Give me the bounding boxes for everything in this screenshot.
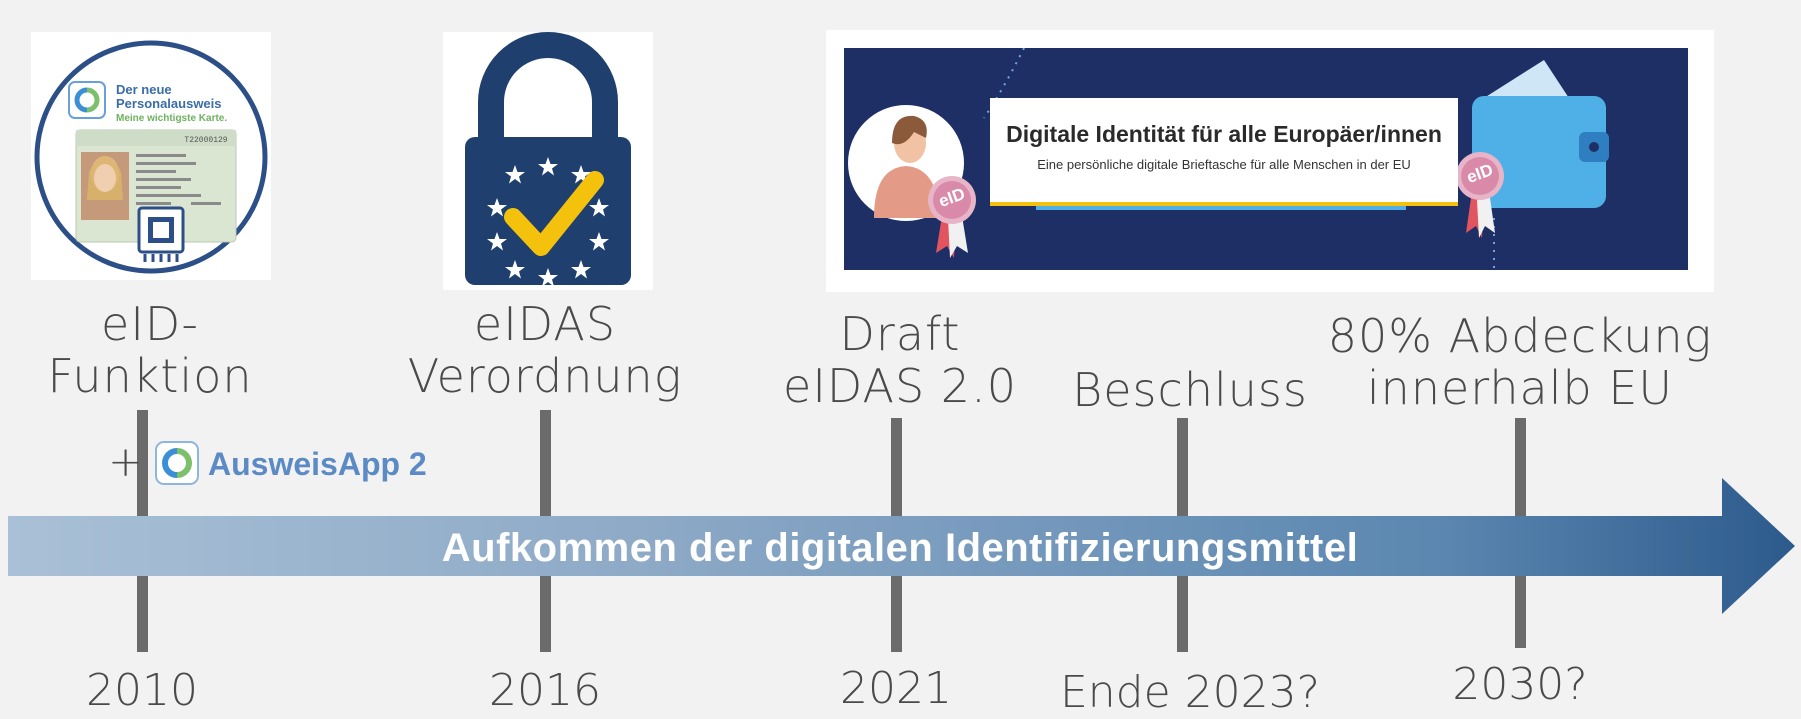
timeline-arrow-title: Aufkommen der digitalen Identifizierungs… [441, 526, 1359, 570]
milestone-year: 2016 [489, 665, 601, 716]
ausweisapp-name: AusweisApp 2 [208, 446, 427, 482]
milestone-label-draft: Draft eIDAS 2.0 [760, 308, 1040, 412]
milestone-label-line: innerhalb EU [1366, 361, 1674, 415]
banner-subtitle: Eine persönliche digitale Brieftasche fü… [1037, 157, 1411, 172]
milestone-year: 2021 [840, 663, 952, 714]
eu-padlock-icon [465, 32, 631, 287]
milestone-label-line: Verordnung [407, 349, 683, 403]
milestone-year: 2030? [1452, 659, 1588, 710]
eid-card-image: Der neue Personalausweis Meine wichtigst… [31, 32, 271, 280]
id-card-number: T22000129 [184, 136, 227, 145]
milestone-label-line: eIDAS [473, 297, 617, 351]
eu-wallet-banner: Digitale Identität für alle Europäer/inn… [844, 48, 1688, 270]
ausweisapp-logo: AusweisApp 2 [152, 438, 427, 490]
checkmark-icon [504, 171, 604, 256]
milestone-label-line: eID- [101, 297, 199, 351]
ausweisapp-icon [155, 441, 199, 485]
id-brand-line2: Personalausweis [116, 96, 222, 111]
banner-title: Digitale Identität für alle Europäer/inn… [1006, 121, 1442, 147]
milestone-year: 2010 [86, 665, 198, 716]
milestone-label-eidas: eIDAS Verordnung [405, 298, 685, 402]
personalausweis-logo-icon [68, 81, 106, 119]
milestone-label-beschluss: Beschluss [1050, 364, 1330, 416]
id-brand-line1: Der neue [116, 82, 172, 97]
wallet-icon [1472, 60, 1609, 208]
id-brand-line3: Meine wichtigste Karte. [116, 113, 227, 124]
milestone-label-line: Beschluss [1072, 363, 1308, 417]
eid-badge-right [1456, 152, 1504, 238]
milestone-label-line: Draft [839, 307, 961, 361]
banner-text-card [990, 98, 1458, 202]
eid-badge-left [928, 176, 976, 258]
chip-icon [137, 206, 185, 262]
eidas-lock-image [443, 32, 653, 290]
milestone-label-line: eIDAS 2.0 [783, 359, 1017, 413]
milestone-label-eid: eID- Funktion [40, 298, 260, 402]
eu-wallet-banner-frame: Digitale Identität für alle Europäer/inn… [826, 30, 1714, 292]
plus-sign: + [108, 437, 144, 486]
milestone-label-line: Funktion [47, 349, 253, 403]
personalausweis-illustration: Der neue Personalausweis Meine wichtigst… [34, 40, 268, 274]
banner-illustration [848, 48, 1609, 270]
milestone-label-line: 80% Abdeckung [1327, 309, 1713, 363]
milestone-year: Ende 2023? [1059, 667, 1320, 718]
timeline-arrow [8, 478, 1795, 614]
milestone-label-abdeckung: 80% Abdeckung innerhalb EU [1320, 310, 1720, 414]
